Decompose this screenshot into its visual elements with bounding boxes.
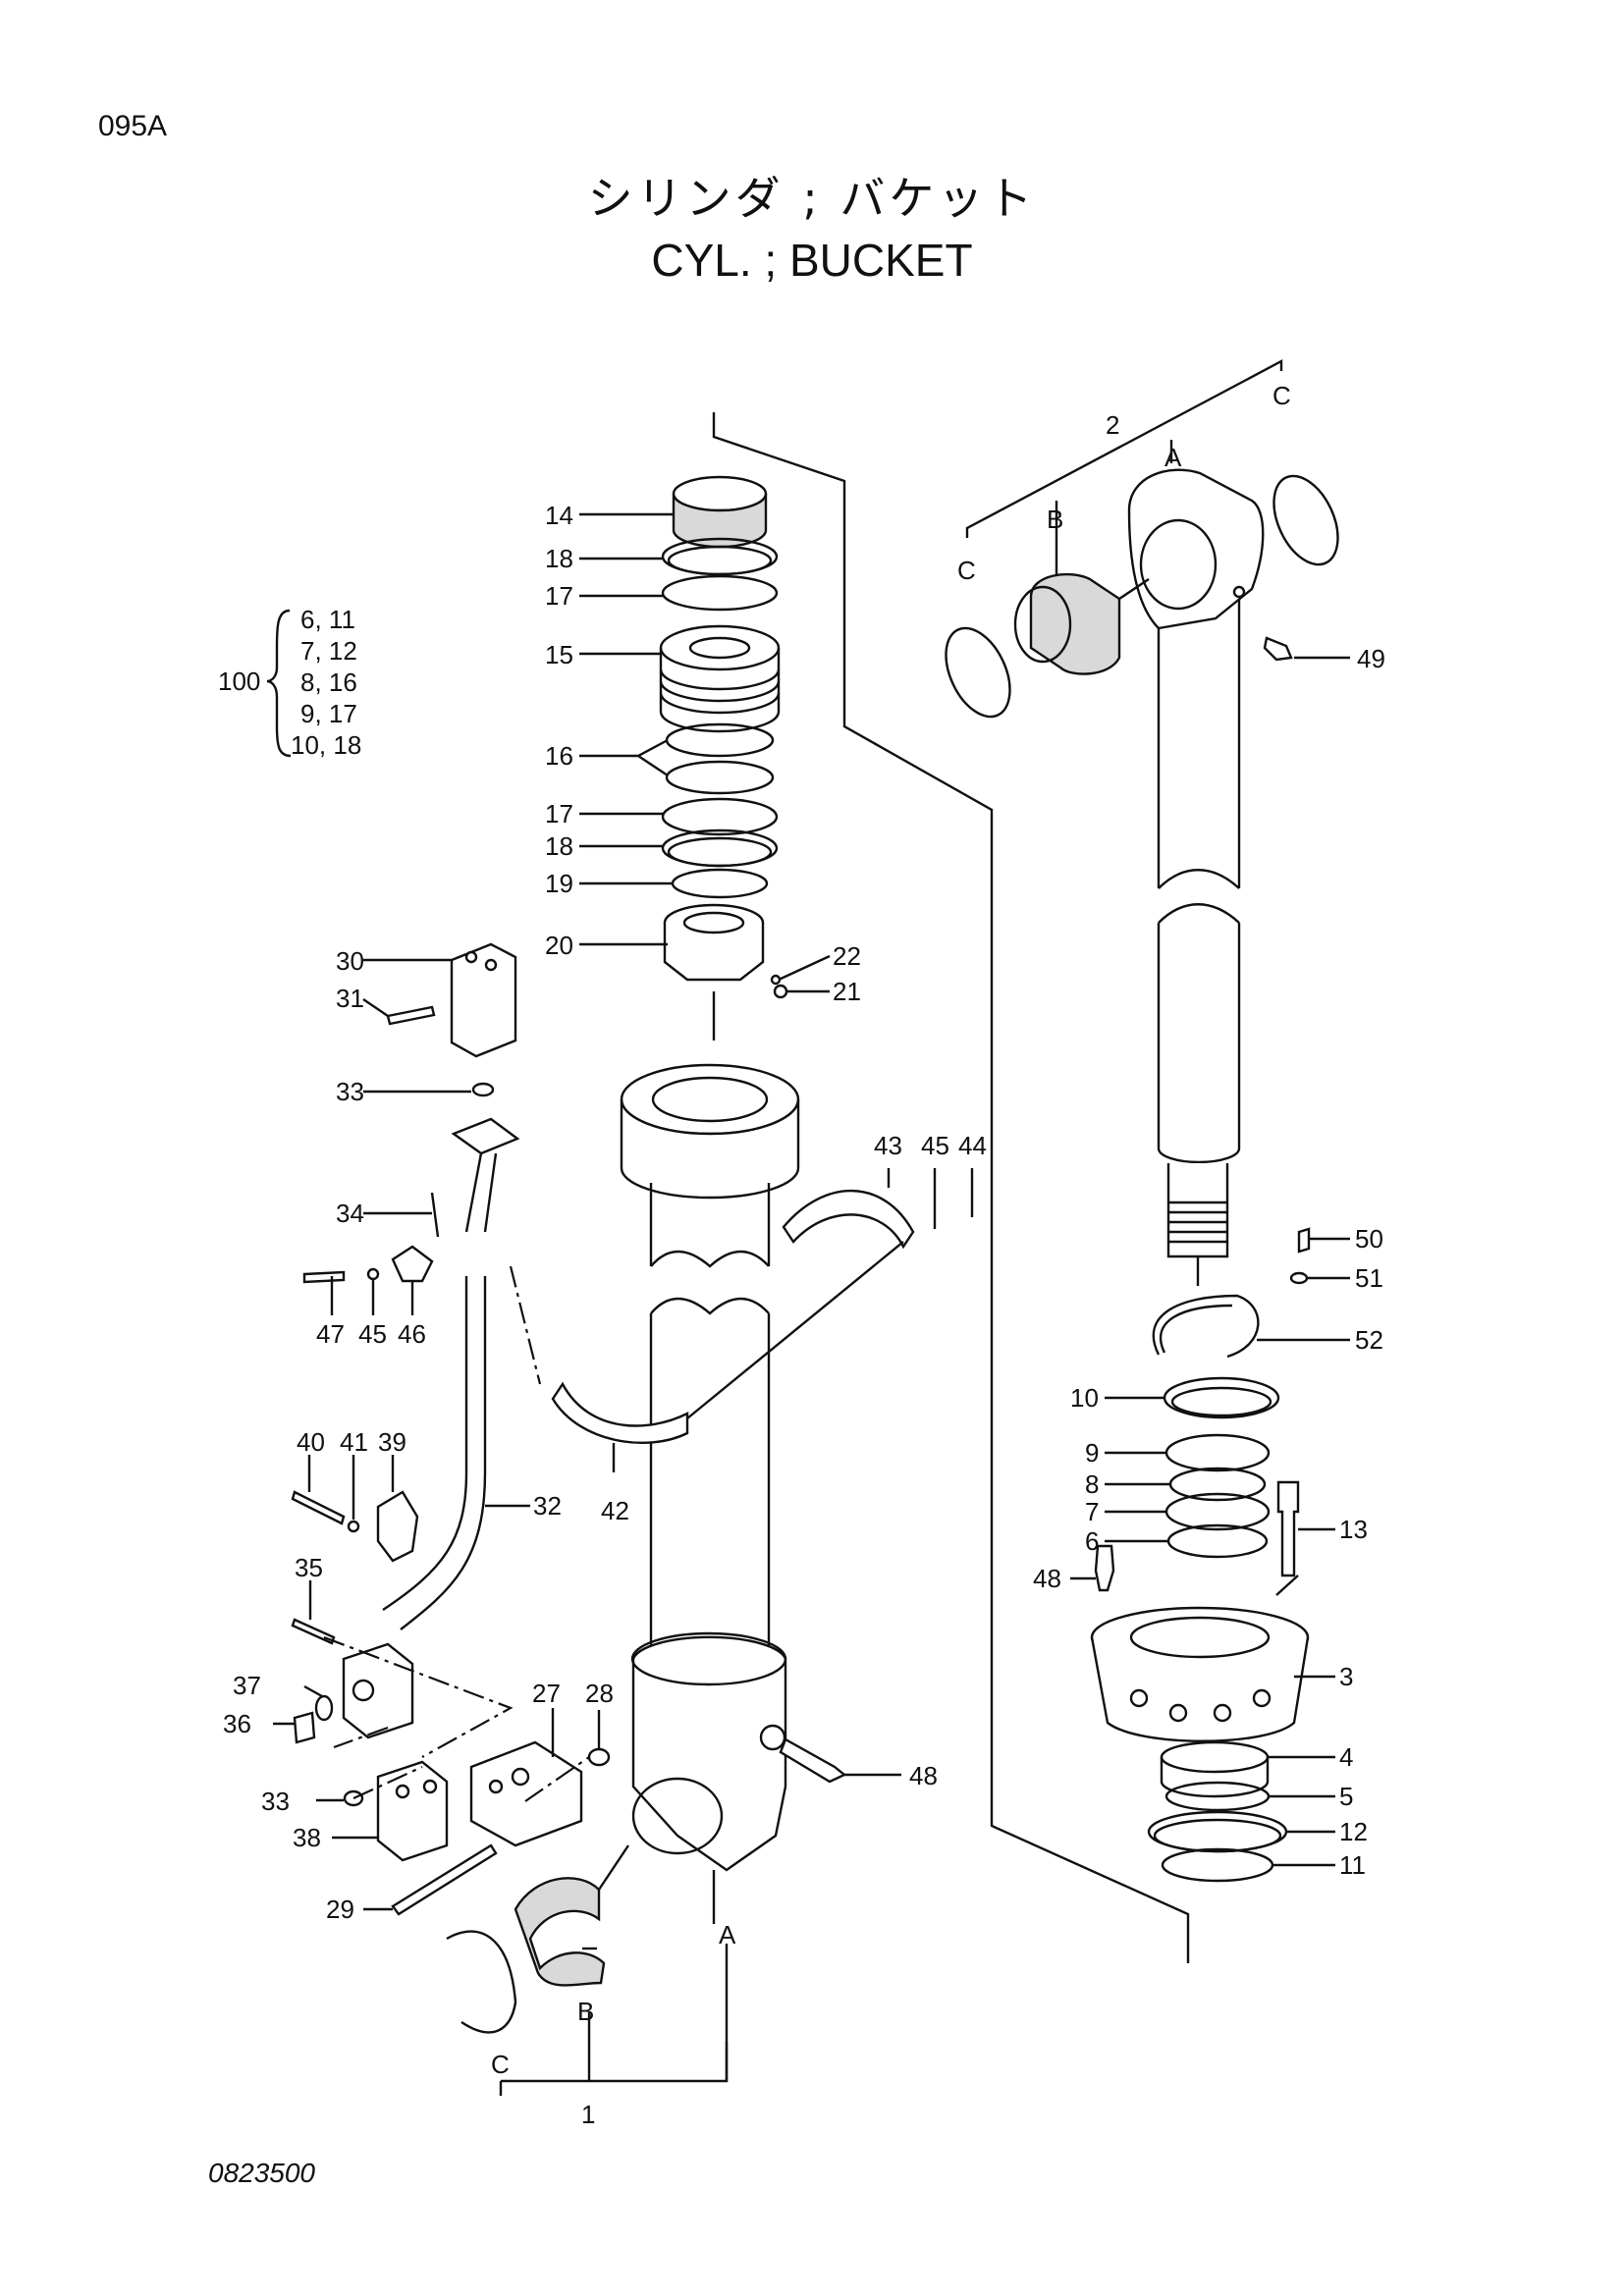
drawing-number: 0823500 — [208, 2158, 316, 2188]
callout-label: 50 — [1355, 1224, 1383, 1254]
callout-label: 14 — [545, 501, 573, 530]
callout-label: C — [491, 2050, 510, 2079]
title-japanese: シリンダ ; バケット — [587, 172, 1037, 225]
callout-label: 21 — [833, 977, 861, 1006]
title-english: CYL. ; BUCKET — [651, 235, 973, 286]
callout-label: 52 — [1355, 1325, 1383, 1355]
callout-label: 1 — [581, 2100, 595, 2129]
callout-label: 39 — [378, 1427, 406, 1457]
callout-label: 29 — [326, 1895, 354, 1924]
callout-label: 46 — [398, 1319, 426, 1349]
callout-label: 42 — [601, 1496, 629, 1525]
kit-row: 8, 16 — [300, 667, 357, 697]
callout-label: 12 — [1339, 1817, 1368, 1846]
callout-label: C — [1272, 381, 1291, 410]
title-block: シリンダ ; バケット CYL. ; BUCKET — [0, 169, 1624, 293]
callout-label: 48 — [1033, 1564, 1061, 1593]
callout-label: 35 — [295, 1553, 323, 1582]
callout-label: 18 — [545, 831, 573, 861]
callout-label: 41 — [340, 1427, 368, 1457]
callout-label: 16 — [545, 741, 573, 771]
callout-label: 17 — [545, 799, 573, 828]
callout-label: 36 — [223, 1709, 251, 1738]
callout-labels: 14 18 17 15 16 17 18 19 20 22 21 30 31 3… — [223, 381, 1385, 2129]
callout-label: 15 — [545, 640, 573, 669]
page-code: 095A — [98, 110, 168, 142]
callout-label: 3 — [1339, 1662, 1353, 1691]
callout-label: 13 — [1339, 1515, 1368, 1544]
cylinder-head-parts — [620, 475, 800, 1924]
callout-label: 48 — [909, 1761, 938, 1790]
callout-label: 43 — [874, 1131, 902, 1160]
kit-label: 100 — [218, 667, 260, 696]
callout-label: 18 — [545, 544, 573, 573]
kit-row: 10, 18 — [291, 730, 361, 760]
callout-label: A — [719, 1920, 736, 1949]
clamp-bands — [509, 1189, 915, 1444]
kit-row: 7, 12 — [300, 636, 357, 666]
callout-label: 32 — [533, 1491, 562, 1521]
callout-label: 34 — [336, 1199, 364, 1228]
valve-and-piping — [291, 942, 611, 1916]
callout-label: 2 — [1106, 410, 1119, 440]
callout-label: C — [957, 556, 976, 585]
callout-label: 9 — [1085, 1438, 1099, 1468]
callout-label: A — [1164, 443, 1182, 472]
callout-label: 20 — [545, 931, 573, 960]
piston-rod — [945, 359, 1339, 1286]
callout-label: 8 — [1085, 1469, 1099, 1499]
callout-label: 17 — [545, 581, 573, 611]
callout-label: 5 — [1339, 1782, 1353, 1811]
callout-label: 27 — [532, 1679, 561, 1708]
kit-row: 9, 17 — [300, 699, 357, 728]
callout-label: 38 — [293, 1823, 321, 1852]
callout-label: 33 — [261, 1787, 290, 1816]
callout-label: B — [1047, 505, 1063, 534]
callout-label: 40 — [297, 1427, 325, 1457]
callout-label: 44 — [958, 1131, 987, 1160]
assembly-line — [712, 412, 1190, 1963]
rod-eye-bushing — [446, 1844, 729, 2096]
callout-label: 6 — [1085, 1526, 1099, 1556]
callout-label: 4 — [1339, 1742, 1353, 1772]
leader-lines — [273, 512, 1350, 1950]
callout-label: 37 — [233, 1671, 261, 1700]
callout-label: 10 — [1070, 1383, 1099, 1413]
cylinder-rod-head — [1090, 1227, 1311, 1883]
callout-label: 31 — [336, 984, 364, 1013]
kit-row: 6, 11 — [300, 605, 355, 634]
callout-label: 47 — [316, 1319, 345, 1349]
callout-label: 49 — [1357, 644, 1385, 673]
kit-bracket: 100 6, 11 7, 12 8, 16 9, 17 10, 18 — [218, 605, 361, 760]
callout-label: 33 — [336, 1077, 364, 1106]
callout-label: 11 — [1339, 1850, 1366, 1880]
callout-label: 30 — [336, 946, 364, 976]
callout-label: 22 — [833, 941, 861, 971]
callout-label: 51 — [1355, 1263, 1383, 1293]
callout-label: 19 — [545, 869, 573, 898]
grease-fitting — [779, 1737, 847, 1784]
callout-label: 45 — [921, 1131, 949, 1160]
callout-label: B — [577, 1997, 594, 2026]
callout-label: 28 — [585, 1679, 614, 1708]
callout-label: 7 — [1085, 1497, 1099, 1526]
callout-label: 45 — [358, 1319, 387, 1349]
